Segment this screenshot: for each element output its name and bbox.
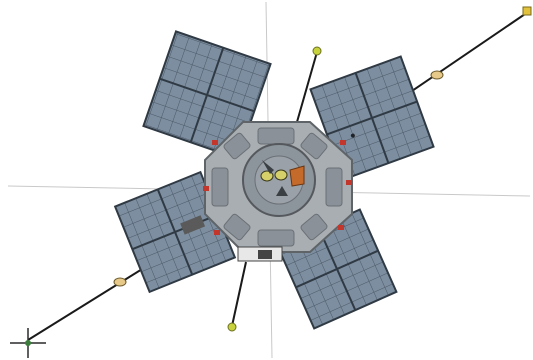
antenna-top-tip — [312, 46, 322, 56]
bus-fittings — [203, 140, 352, 235]
instrument-right — [274, 169, 288, 181]
boom-tip-upper-right — [522, 6, 532, 16]
antenna-bottom-tip — [227, 322, 237, 332]
antenna-bottom — [231, 261, 247, 327]
crosshair-marker — [10, 328, 46, 358]
instrument-orange — [289, 165, 305, 187]
satellite-bus — [203, 121, 353, 262]
boom-hinge-lower-left — [113, 277, 127, 287]
solar-panel-top-right — [309, 55, 435, 181]
boom-hinge-upper-right — [430, 70, 444, 80]
